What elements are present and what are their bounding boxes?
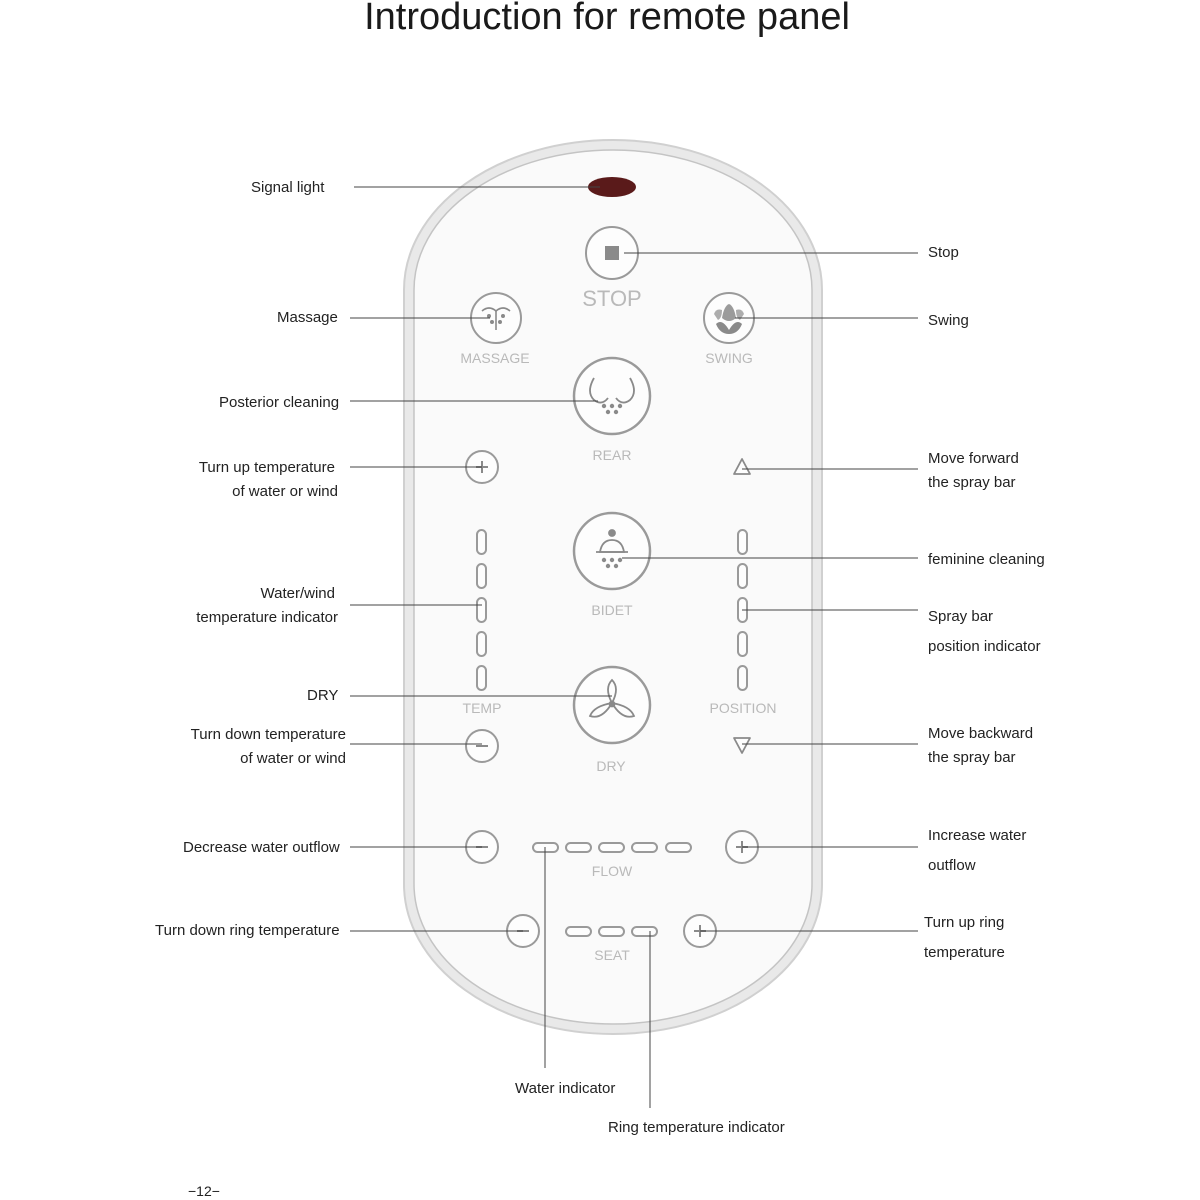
bidet-button[interactable] (572, 511, 652, 591)
seat-label: SEAT (594, 947, 630, 963)
seat-indicator (565, 926, 658, 937)
callout-move-backward-line2: the spray bar (928, 749, 1016, 766)
dry-button[interactable] (572, 665, 652, 745)
callout-dry: DRY (307, 687, 339, 704)
flow-indicator (532, 842, 692, 853)
stop-label: STOP (582, 286, 642, 311)
fan-icon (588, 678, 636, 718)
callout-ring-indicator: Ring temperature indicator (608, 1119, 785, 1136)
callout-temp-up-line2: of water or wind (232, 483, 338, 500)
callout-increase-flow: Increase water outflow (928, 821, 1026, 881)
leader-lines (350, 186, 918, 1108)
position-label: POSITION (710, 700, 777, 716)
callout-spray-indicator: Spray bar position indicator (928, 602, 1041, 662)
massage-label: MASSAGE (460, 350, 529, 366)
callout-ring-up-line2: temperature (924, 944, 1005, 961)
temp-indicator (476, 529, 487, 691)
callout-posterior-cleaning: Posterior cleaning (219, 394, 340, 411)
callout-ring-up: Turn up ring temperature (924, 908, 1005, 968)
callout-temp-up-line1: Turn up temperature (198, 459, 335, 476)
massage-icon (481, 307, 511, 330)
callout-massage: Massage (277, 309, 338, 326)
stop-icon (605, 246, 619, 260)
callout-signal-light: Signal light (251, 179, 325, 196)
callout-temp-up: Turn up temperature of water or wind (150, 456, 338, 504)
rear-icon (589, 377, 635, 415)
rear-button[interactable] (572, 356, 652, 436)
callout-stop: Stop (928, 244, 959, 261)
callout-move-forward-line2: the spray bar (928, 474, 1016, 491)
callout-temp-down-line1: Turn down temperature (190, 726, 346, 743)
callout-temp-indicator-line1: Water/wind (260, 585, 335, 602)
callout-move-forward-line1: Move forward (928, 450, 1019, 467)
swing-button[interactable] (703, 292, 755, 344)
callout-ring-down: Turn down ring temperature (155, 922, 340, 939)
dry-label: DRY (596, 758, 626, 774)
triangle-down-icon (733, 737, 751, 754)
bidet-label: BIDET (591, 602, 633, 618)
rear-label: REAR (593, 447, 632, 463)
callout-increase-flow-line1: Increase water (928, 827, 1027, 844)
callout-water-indicator: Water indicator (515, 1080, 616, 1097)
bidet-icon (596, 529, 628, 569)
callout-feminine-cleaning: feminine cleaning (928, 551, 1045, 568)
callout-spray-indicator-line2: position indicator (928, 638, 1041, 655)
callout-swing: Swing (928, 312, 969, 329)
callout-ring-up-line1: Turn up ring (924, 914, 1005, 931)
flow-label: FLOW (592, 863, 633, 879)
page-title: Introduction for remote panel (364, 0, 850, 38)
position-forward-button[interactable] (733, 458, 751, 475)
page-number: −12− (188, 1183, 220, 1199)
swing-icon (714, 304, 744, 334)
callout-move-backward-line1: Move backward (928, 725, 1034, 742)
swing-label: SWING (705, 350, 752, 366)
callout-temp-indicator: Water/wind temperature indicator (150, 582, 338, 630)
callout-spray-indicator-line1: Spray bar (928, 608, 994, 625)
callout-decrease-flow: Decrease water outflow (183, 839, 340, 856)
callout-temp-indicator-line2: temperature indicator (196, 609, 338, 626)
callout-move-forward: Move forward the spray bar (928, 447, 1019, 495)
temp-down-button[interactable] (465, 729, 499, 763)
callout-increase-flow-line2: outflow (928, 857, 976, 874)
position-backward-button[interactable] (733, 737, 751, 754)
triangle-up-icon (733, 458, 751, 475)
signal-light (588, 177, 636, 197)
temp-label: TEMP (463, 700, 502, 716)
callout-temp-down: Turn down temperature of water or wind (150, 723, 346, 771)
callout-move-backward: Move backward the spray bar (928, 722, 1033, 770)
callout-temp-down-line2: of water or wind (240, 750, 346, 767)
